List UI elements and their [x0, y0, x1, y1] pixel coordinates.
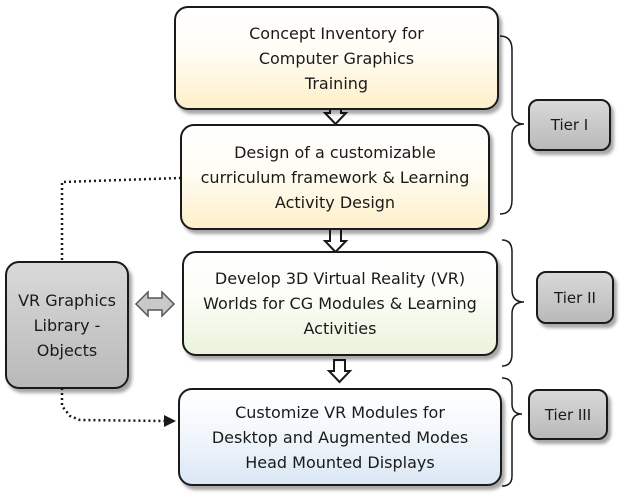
- tier1-label: Tier I: [528, 99, 611, 151]
- curriculum-design-line-3: Activity Design: [274, 192, 396, 212]
- dotted-connector-arrowhead: [164, 415, 176, 427]
- concept-inventory-line-1: Concept Inventory for: [249, 23, 424, 43]
- customize-modules-line-3: Head Mounted Displays: [245, 452, 435, 472]
- concept-inventory-line-2: Computer Graphics: [258, 48, 415, 68]
- tier2-brace: [501, 239, 525, 367]
- tier2-text: Tier II: [554, 288, 596, 307]
- dotted-connector-to-customize: [60, 388, 166, 423]
- customize-modules-line-1: Customize VR Modules for: [235, 402, 445, 422]
- tier3-label: Tier III: [528, 389, 608, 440]
- curriculum-design-line-2: curriculum framework & Learning: [200, 167, 470, 187]
- concept-inventory-box: Concept Inventory for Computer Graphics …: [174, 6, 499, 110]
- tier2-label: Tier II: [536, 271, 614, 324]
- library-line-1: VR Graphics: [18, 290, 116, 310]
- down-arrow-2: [322, 228, 349, 254]
- tier1-brace: [499, 35, 525, 215]
- tier3-brace: [501, 377, 523, 487]
- customize-modules-box: Customize VR Modules for Desktop and Aug…: [178, 388, 502, 486]
- curriculum-design-box: Design of a customizable curriculum fram…: [180, 124, 490, 230]
- vr-graphics-library-box: VR Graphics Library - Objects: [5, 261, 129, 389]
- double-arrow: [134, 290, 176, 318]
- vr-worlds-box: Develop 3D Virtual Reality (VR) Worlds f…: [182, 251, 498, 356]
- vr-worlds-line-3: Activities: [303, 319, 377, 338]
- dotted-connector-to-curriculum: [60, 176, 181, 260]
- concept-inventory-line-3: Training: [304, 73, 369, 93]
- library-line-2: Library -: [33, 315, 101, 335]
- tier1-text: Tier I: [550, 116, 589, 134]
- vr-worlds-line-2: Worlds for CG Modules & Learning: [203, 294, 477, 313]
- vr-worlds-line-1: Develop 3D Virtual Reality (VR): [214, 269, 466, 288]
- library-line-3: Objects: [36, 340, 98, 360]
- curriculum-design-line-1: Design of a customizable: [234, 142, 436, 162]
- customize-modules-line-2: Desktop and Augmented Modes: [211, 427, 469, 447]
- tier3-text: Tier III: [544, 405, 592, 424]
- down-arrow-3: [326, 359, 353, 384]
